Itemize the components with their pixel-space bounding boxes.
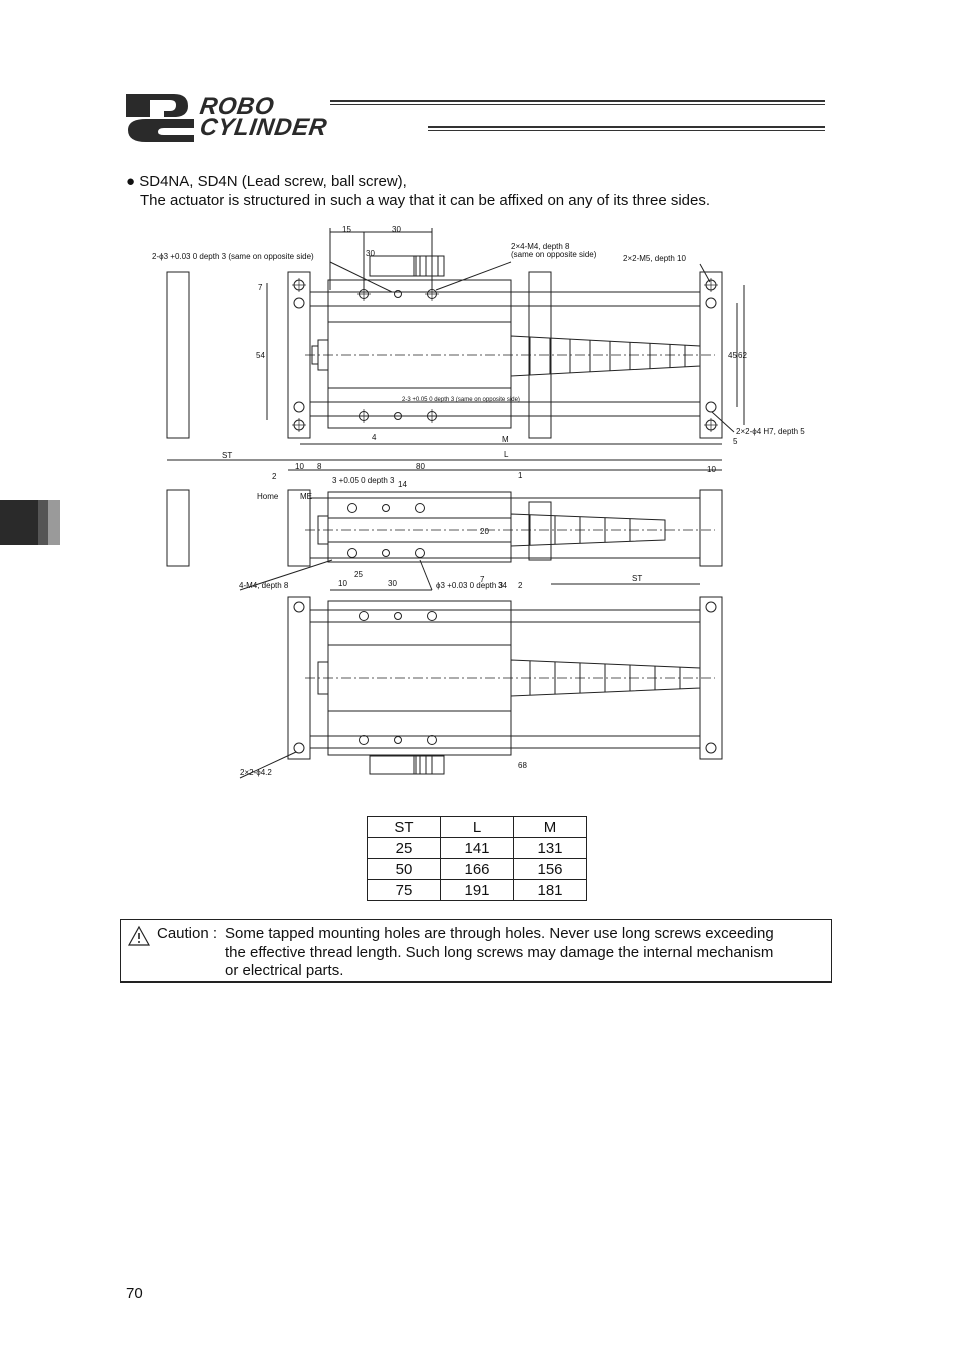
table-header-st: ST — [367, 816, 441, 838]
label-m5: 2×2-M5, depth 10 — [623, 254, 686, 263]
label-pin-hole-mid: 2-3 +0.05 0 depth 3 (same on opposite si… — [402, 397, 520, 403]
table-cell: 156 — [513, 858, 587, 880]
table-header-row: ST L M — [367, 816, 587, 838]
label-m4: 4-M4, depth 8 — [239, 581, 289, 590]
table-cell: 131 — [513, 837, 587, 859]
dim-20: 20 — [480, 527, 489, 536]
label-m: M — [502, 435, 509, 444]
dim-7: 7 — [258, 283, 263, 292]
side-view-right-plate — [699, 489, 723, 567]
label-home: Home — [257, 492, 279, 501]
label-depth3: 3 +0.05 0 depth 3 — [332, 476, 395, 485]
dim-10-b: 10 — [707, 465, 716, 474]
dim-30-b: 30 — [366, 249, 375, 258]
warning-triangle-icon — [127, 925, 151, 946]
bottom-view-left-plate — [287, 596, 311, 760]
intro-text: ● SD4NA, SD4N (Lead screw, ball screw), … — [126, 172, 710, 210]
dim-2-b: 2 — [518, 581, 523, 590]
top-view-body-lower — [327, 387, 512, 429]
dim-30-a: 30 — [392, 225, 401, 234]
table-cell: 191 — [440, 879, 514, 901]
robo-cylinder-logo: ROBO CYLINDER — [124, 92, 834, 144]
label-pin-hole-top: 2-ϕ3 +0.03 0 depth 3 (same on opposite s… — [152, 252, 314, 261]
table-header-m: M — [513, 816, 587, 838]
stroke-dimension-table: ST L M 25 141 131 50 166 156 75 191 181 — [367, 816, 587, 901]
side-view-left-block — [166, 489, 190, 567]
header-rule-top-1 — [330, 100, 825, 102]
dim-4: 4 — [372, 433, 377, 442]
label-me: ME — [300, 492, 312, 501]
caution-label: Caution : — [157, 925, 218, 942]
label-tapped-top-note: (same on opposite side) — [511, 250, 597, 259]
rc-logo-mark-icon — [126, 94, 194, 142]
table-cell: 181 — [513, 879, 587, 901]
dim-1: 1 — [518, 471, 523, 480]
table-cell: 25 — [367, 837, 441, 859]
label-h7: 2×2-ϕ4 H7, depth 5 — [736, 427, 805, 436]
dim-10-a: 10 — [295, 462, 304, 471]
table-row: 50 166 156 — [367, 858, 587, 880]
label-st-top: ST — [222, 451, 232, 460]
top-view-body-upper — [327, 279, 512, 323]
dim-10-c: 10 — [338, 579, 347, 588]
table-row: 75 191 181 — [367, 879, 587, 901]
dim-14: 14 — [398, 480, 407, 489]
table-cell: 75 — [367, 879, 441, 901]
caution-box: Caution : Some tapped mounting holes are… — [120, 919, 832, 983]
dim-25: 25 — [354, 570, 363, 579]
header-rule-bottom-1 — [428, 126, 825, 128]
label-phi3: ϕ3 +0.03 0 depth 3 — [436, 581, 504, 590]
dim-34: 34 — [498, 581, 507, 590]
table-cell: 141 — [440, 837, 514, 859]
header-rule-bottom-2 — [428, 130, 825, 131]
intro-line-1: ● SD4NA, SD4N (Lead screw, ball screw), — [126, 173, 407, 190]
dim-7-b: 7 — [480, 575, 485, 584]
caution-line-3: or electrical parts. — [225, 962, 344, 979]
table-cell: 166 — [440, 858, 514, 880]
bottom-view-body-lower — [327, 710, 512, 756]
dim-54: 54 — [256, 351, 265, 360]
dim-5: 5 — [733, 437, 738, 446]
dim-8: 8 — [317, 462, 322, 471]
header-rule-top-2 — [330, 104, 825, 105]
label-phi42: 2×2-ϕ4.2 — [240, 768, 272, 777]
table-cell: 50 — [367, 858, 441, 880]
caution-line-2: the effective thread length. Such long s… — [225, 943, 774, 961]
dim-68: 68 — [518, 761, 527, 770]
bottom-view-body-upper — [327, 600, 512, 646]
side-view-left-plate — [287, 489, 311, 567]
side-view-body-lower — [327, 541, 512, 563]
table-header-l: L — [440, 816, 514, 838]
page-number: 70 — [126, 1285, 143, 1302]
label-tapped-top: 2×4-M4, depth 8 — [511, 242, 570, 251]
technical-drawing: 2-ϕ3 +0.03 0 depth 3 (same on opposite s… — [152, 225, 805, 779]
caution-line-1: Some tapped mounting holes are through h… — [225, 925, 774, 942]
label-l: L — [504, 450, 509, 459]
dim-62: 62 — [738, 351, 747, 360]
dim-45: 45 — [728, 351, 737, 360]
top-view-left-block — [166, 271, 190, 439]
side-view-flange — [528, 501, 552, 561]
intro-line-2: The actuator is structured in such a way… — [140, 192, 711, 209]
label-st-side: ST — [632, 574, 642, 583]
table-row: 25 141 131 — [367, 837, 587, 859]
dim-30-c: 30 — [388, 579, 397, 588]
dim-15: 15 — [342, 225, 351, 234]
dim-80: 80 — [416, 462, 425, 471]
dim-2: 2 — [272, 472, 277, 481]
caution-body: Some tapped mounting holes are through h… — [225, 925, 825, 981]
chapter-side-tab — [0, 500, 60, 545]
